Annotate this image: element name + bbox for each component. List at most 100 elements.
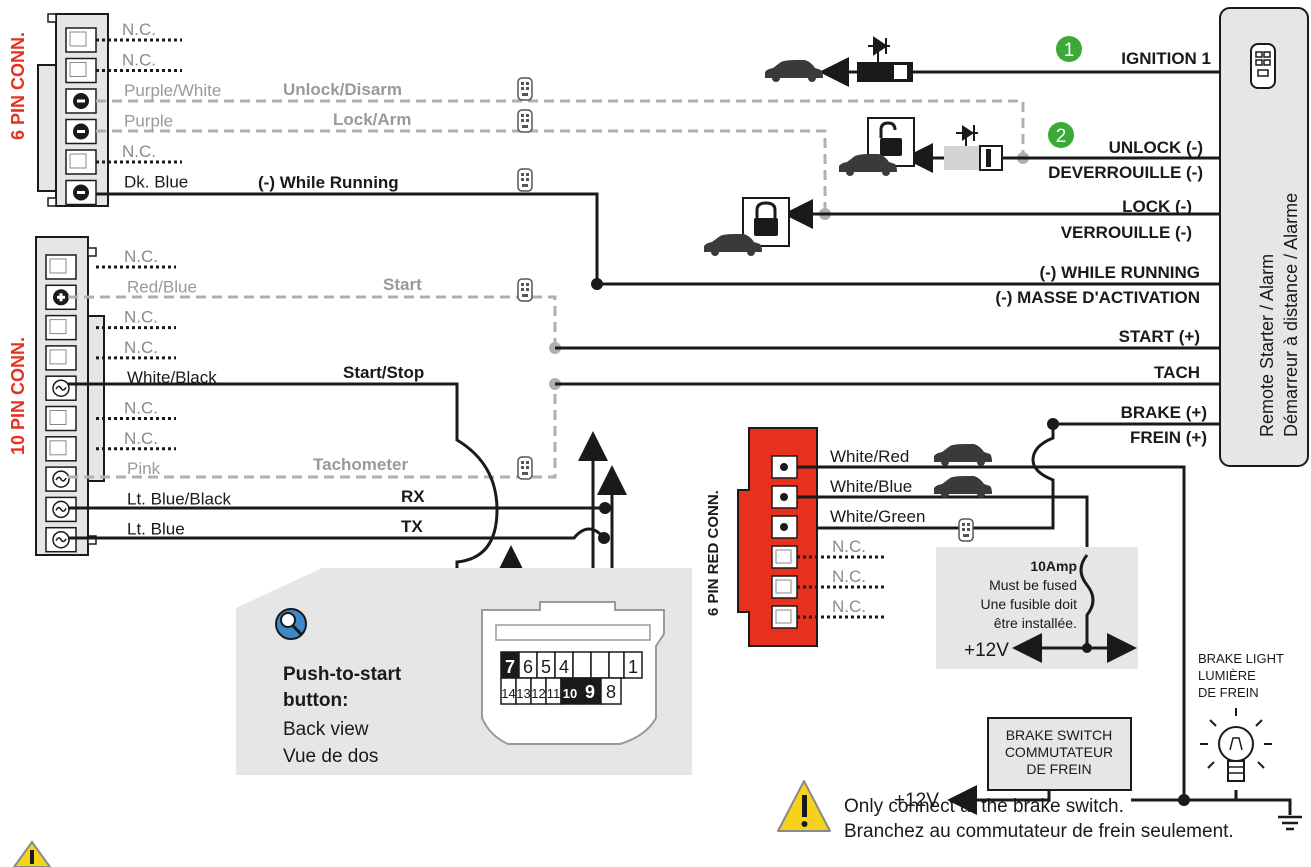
remote-icon	[517, 77, 533, 101]
pin-top-3: 5	[541, 657, 551, 677]
six-pin-6: Dk. Blue	[65, 173, 188, 206]
ten-pin-wire-4: N.C.	[124, 338, 158, 357]
brake-switch-line1: BRAKE SWITCH	[1006, 727, 1113, 743]
ten-pin-wire-8: Pink	[127, 459, 161, 478]
func-rx: RX	[401, 487, 425, 506]
warning-line2: Branchez au commutateur de frein seuleme…	[844, 821, 1234, 842]
pin-cell	[600, 677, 622, 705]
remote-box-line1: Remote Starter / Alarm	[1257, 254, 1277, 437]
six-pin-wire-6: Dk. Blue	[124, 173, 188, 192]
unlock-badge: 2	[1056, 126, 1067, 147]
brake-light-line3: DE FREIN	[1198, 685, 1259, 700]
lock-label-fr: VERROUILLE (-)	[1061, 223, 1192, 242]
ten-pin-wire-6: N.C.	[124, 399, 158, 418]
ten-pin-title: 10 PIN CONN.	[8, 337, 28, 455]
while-running-label-fr: (-) MASSE D'ACTIVATION	[995, 288, 1200, 307]
six-pin-title: 6 PIN CONN.	[8, 32, 28, 140]
red-pin-wire-6: N.C.	[832, 597, 866, 616]
remote-icon	[958, 518, 974, 542]
ten-pin-wire-2: Red/Blue	[127, 277, 197, 296]
unlock-label: UNLOCK (-)	[1109, 138, 1203, 157]
remote-icon	[517, 109, 533, 133]
warning-line1: Only connect at the brake switch.	[844, 796, 1124, 817]
pin-cell	[590, 651, 610, 679]
pin-bottom-3: 12	[531, 686, 545, 701]
diode-icon	[868, 36, 890, 62]
remote-icon	[517, 456, 533, 480]
six-pin-5: N.C.	[65, 142, 182, 175]
pin-bottom-1: 14	[501, 686, 515, 701]
func-while-running: (-) While Running	[258, 173, 399, 192]
six-pin-3: Purple/White	[65, 81, 221, 114]
remote-icon	[517, 278, 533, 302]
push-line-2: Vue de dos	[283, 746, 378, 767]
wire-unlock-disarm	[96, 99, 1025, 158]
brake-light-line1: BRAKE LIGHT	[1198, 651, 1284, 666]
start-label: START (+)	[1119, 327, 1200, 346]
remote-starter-box: Remote Starter / Alarm Démarreur à dista…	[1219, 7, 1309, 467]
push-line-1: Back view	[283, 719, 369, 740]
ten-pin-wire-9: Lt. Blue/Black	[127, 489, 231, 508]
red-pin-wire-4: N.C.	[832, 537, 866, 556]
red-pin-wire-2: White/Blue	[830, 477, 912, 496]
fuse-supply: +12V	[964, 640, 1009, 661]
brake-light-line2: LUMIÈRE	[1198, 668, 1256, 683]
pin-bottom-4: 11	[547, 686, 561, 701]
func-lock-arm: Lock/Arm	[333, 110, 411, 129]
brake-switch-line2: COMMUTATEUR	[1005, 744, 1113, 760]
pin-cell	[608, 651, 625, 679]
pin-bottom-6: 9	[585, 682, 595, 702]
fuse-line2: Une fusible doit	[980, 596, 1077, 612]
six-pin-1: N.C.	[65, 20, 182, 53]
ignition-label: IGNITION 1	[1121, 49, 1211, 68]
fuse-line3: être installée.	[994, 615, 1077, 631]
pin-top-4: 4	[559, 657, 569, 677]
push-button-panel: Push-to-start button: Back view Vue de d…	[236, 568, 692, 775]
ten-pin-wire-3: N.C.	[124, 308, 158, 327]
car-icon	[934, 444, 992, 466]
pin-bottom-7: 8	[606, 682, 616, 702]
func-start: Start	[383, 275, 422, 294]
six-pin-wire-4: Purple	[124, 112, 173, 131]
red-conn-title: 6 PIN RED CONN.	[705, 490, 722, 616]
red-pin-wire-1: White/Red	[830, 447, 909, 466]
ten-pin-wire-7: N.C.	[124, 429, 158, 448]
lock-label: LOCK (-)	[1122, 197, 1192, 216]
ground-icon	[1278, 815, 1302, 831]
while-running-label: (-) WHILE RUNNING	[1039, 263, 1200, 282]
ten-pin-wire-5: White/Black	[127, 368, 217, 387]
pin-bottom-5: 10	[563, 686, 577, 701]
ten-pin-wire-1: N.C.	[124, 247, 158, 266]
brake-switch-line3: DE FREIN	[1026, 761, 1091, 777]
red-pin-5: N.C.	[771, 567, 884, 599]
red-pin-4: N.C.	[771, 537, 884, 569]
warning-icon	[12, 840, 52, 867]
wire-start-stop	[68, 382, 511, 590]
six-pin-wire-3: Purple/White	[124, 81, 221, 100]
pin-cell	[572, 651, 592, 679]
pin-top-1: 7	[505, 657, 515, 677]
six-pin-wire-2: N.C.	[122, 51, 156, 70]
ten-pin-connector: 10 PIN CONN. N.C.Red/BlueN.C.N.C.White/B…	[8, 236, 231, 556]
func-tachometer: Tachometer	[313, 455, 408, 474]
func-start-stop: Start/Stop	[343, 363, 424, 382]
func-unlock-disarm: Unlock/Disarm	[283, 80, 402, 99]
six-pin-2: N.C.	[65, 51, 182, 84]
func-tx: TX	[401, 517, 423, 536]
car-icon	[934, 476, 992, 498]
unlock-label-fr: DEVERROUILLE (-)	[1048, 163, 1203, 182]
ten-pin-wire-10: Lt. Blue	[127, 520, 185, 539]
red-pin-3: White/Green	[771, 507, 925, 539]
ten-pin-10: Lt. Blue	[45, 520, 185, 553]
fuse-amp: 10Amp	[1030, 558, 1077, 574]
diode-icon	[956, 125, 978, 146]
remote-box-line2: Démarreur à distance / Alarme	[1281, 193, 1301, 437]
push-title-2: button:	[283, 690, 348, 711]
car-icon	[765, 60, 823, 82]
wire-start	[68, 295, 557, 348]
red-pin-wire-5: N.C.	[832, 567, 866, 586]
wire-while-running	[96, 192, 1220, 286]
bulb-icon	[1200, 708, 1272, 782]
ten-pin-6: N.C.	[45, 399, 176, 432]
